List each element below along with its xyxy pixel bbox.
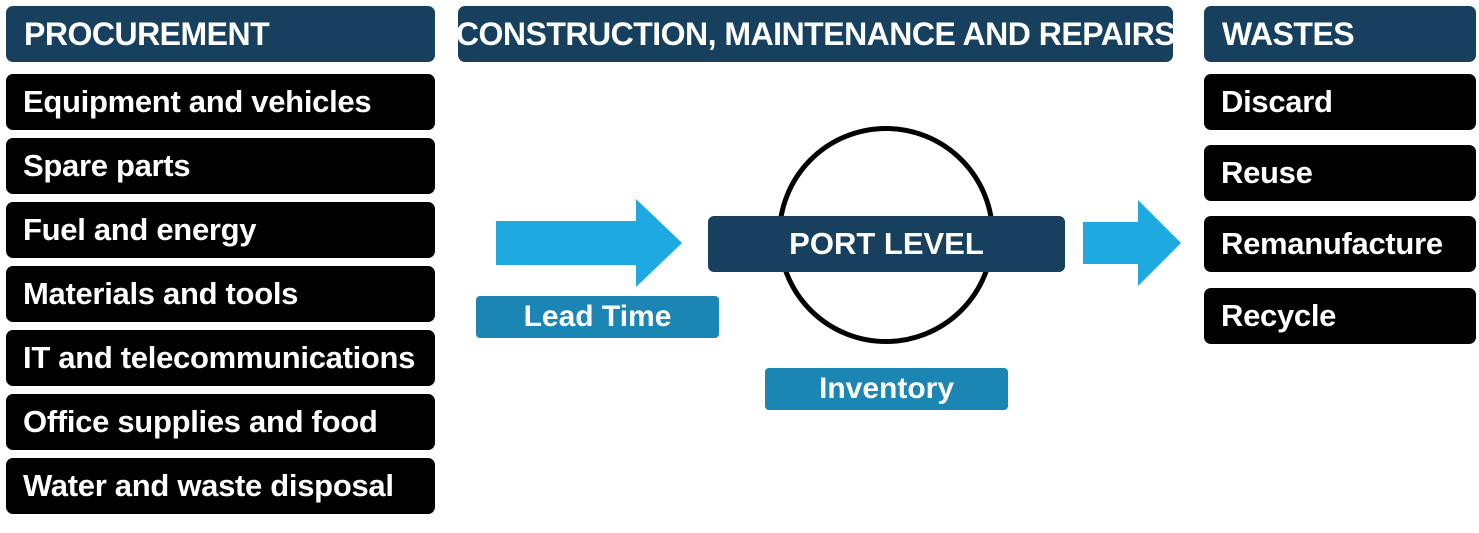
wastes-item-label: Discard: [1221, 84, 1333, 119]
procurement-item-label: Materials and tools: [23, 276, 299, 311]
procurement-item-label: Water and waste disposal: [23, 468, 394, 503]
port-level-box: PORT LEVEL: [708, 216, 1065, 272]
wastes-item-label: Remanufacture: [1221, 226, 1443, 261]
procurement-item: Spare parts: [6, 138, 435, 194]
procurement-header: PROCUREMENT: [6, 6, 435, 62]
procurement-item: IT and telecommunications: [6, 330, 435, 386]
wastes-item-label: Reuse: [1221, 155, 1313, 190]
wastes-item: Recycle: [1204, 288, 1476, 344]
lead-time-tag: Lead Time: [476, 296, 719, 338]
right-arrow-icon: [496, 199, 682, 287]
wastes-header: WASTES: [1204, 6, 1476, 62]
inventory-label: Inventory: [818, 372, 955, 405]
construction-title: CONSTRUCTION, MAINTENANCE AND REPAIRS: [458, 15, 1173, 52]
wastes-item: Reuse: [1204, 145, 1476, 201]
procurement-title: PROCUREMENT: [24, 15, 270, 52]
port-level-label: PORT LEVEL: [789, 226, 984, 261]
procurement-item-label: Equipment and vehicles: [23, 84, 372, 119]
procurement-item: Water and waste disposal: [6, 458, 435, 514]
lead-time-label: Lead Time: [523, 300, 672, 333]
procurement-item: Fuel and energy: [6, 202, 435, 258]
procurement-item: Materials and tools: [6, 266, 435, 322]
procurement-item-label: Fuel and energy: [23, 212, 257, 247]
procurement-item-label: Office supplies and food: [23, 404, 378, 439]
procurement-item: Equipment and vehicles: [6, 74, 435, 130]
wastes-item-label: Recycle: [1221, 298, 1337, 333]
right-arrow-icon: [1083, 200, 1181, 286]
wastes-title: WASTES: [1222, 15, 1355, 52]
procurement-item: Office supplies and food: [6, 394, 435, 450]
wastes-item: Discard: [1204, 74, 1476, 130]
wastes-item: Remanufacture: [1204, 216, 1476, 272]
construction-header: CONSTRUCTION, MAINTENANCE AND REPAIRS: [458, 6, 1173, 62]
procurement-item-label: IT and telecommunications: [23, 340, 416, 375]
inventory-tag: Inventory: [765, 368, 1008, 410]
procurement-item-label: Spare parts: [23, 148, 191, 183]
